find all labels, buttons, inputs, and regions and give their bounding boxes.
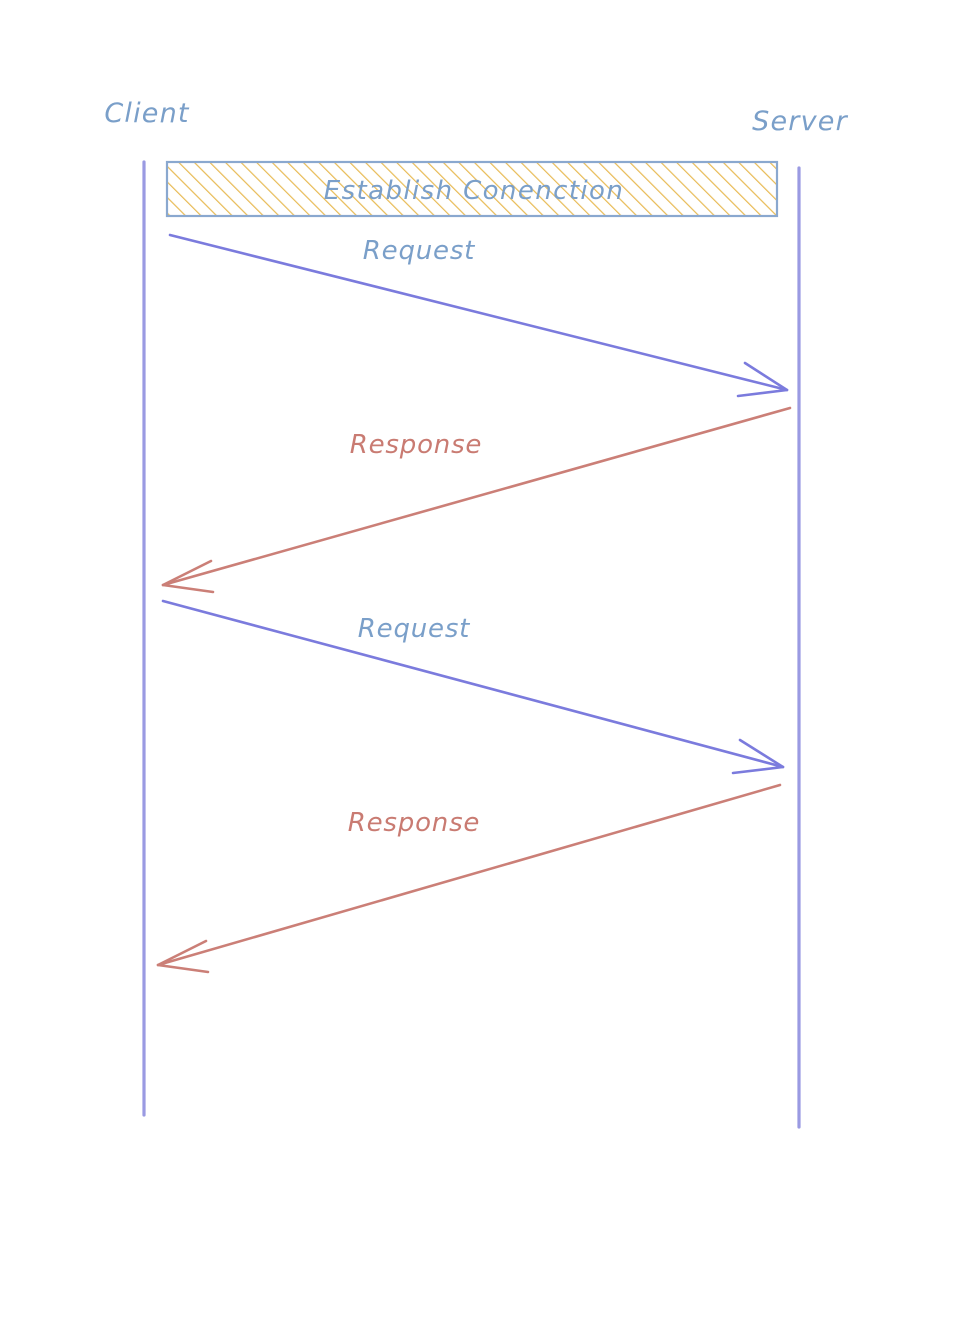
note-label-text: Establish Conenction <box>324 176 624 206</box>
message-label-response-1: Response <box>350 430 482 460</box>
message-line-response-2 <box>156 783 782 967</box>
actor-label-server: Server <box>752 106 848 137</box>
message-arrow-response-1: Response <box>161 406 792 594</box>
note-establish-connection: Establish Conenction <box>165 160 779 218</box>
message-arrow-request-1: Request <box>168 233 789 398</box>
arrowhead-left-response-1 <box>161 559 215 594</box>
message-label-request-1: Request <box>363 236 475 266</box>
message-label-response-2: Response <box>348 808 480 838</box>
arrowhead-left-response-2 <box>156 939 210 974</box>
message-line-request-2 <box>161 599 785 769</box>
message-line-response-1 <box>161 406 792 587</box>
lifelines-group <box>142 160 801 1129</box>
arrowhead-right-request-1 <box>736 361 789 398</box>
message-label-request-2: Request <box>358 614 470 644</box>
actor-label-client: Client <box>104 98 190 129</box>
message-arrow-request-2: Request <box>161 599 785 775</box>
message-arrow-response-2: Response <box>156 783 782 974</box>
note-hatch-rect <box>165 160 779 218</box>
message-line-request-1 <box>168 233 789 392</box>
arrowhead-right-request-2 <box>731 738 785 775</box>
actor-labels-group: Client Server <box>104 98 848 137</box>
